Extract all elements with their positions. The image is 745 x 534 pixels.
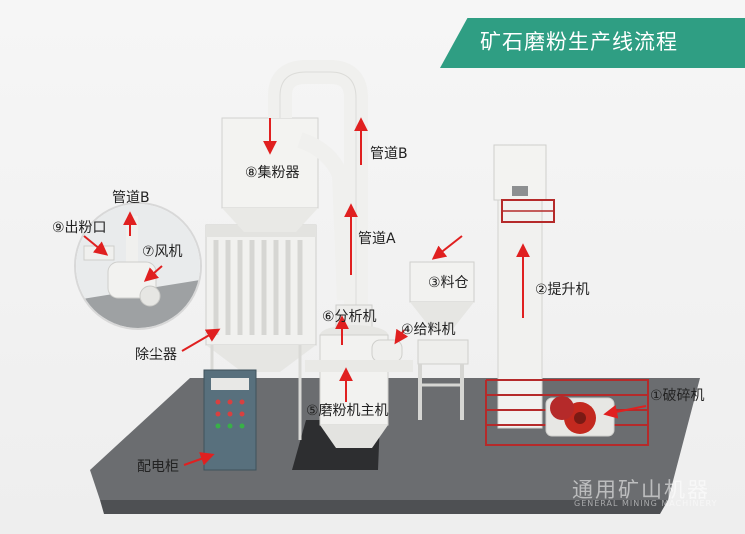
arrow-dust [181, 328, 221, 352]
arrow-cabinet [183, 452, 215, 466]
label-dust-collector: 除尘器 [135, 347, 177, 363]
label-mill-main: ⑤磨粉机主机 [306, 403, 389, 419]
watermark-subtext: GENERAL MINING MACHINERY [574, 499, 718, 508]
arrow-inset-outlet [83, 235, 109, 256]
label-storage-bin: ③料仓 [428, 275, 469, 291]
storage-bin [409, 261, 475, 420]
label-pipe-b-inset: 管道B [112, 190, 150, 206]
label-fan: ⑦风机 [142, 244, 183, 260]
bucket-elevator [493, 144, 555, 429]
inset-detail [74, 202, 202, 330]
page-title: 矿石磨粉生产线流程 [480, 30, 678, 54]
grinding-mill [305, 304, 413, 448]
arrow-inset-fan [143, 265, 163, 282]
label-powder-outlet: ⑨出粉口 [52, 220, 107, 236]
jaw-crusher [545, 396, 615, 437]
label-pipe-b-top: 管道B [370, 146, 408, 162]
label-pipe-a: 管道A [358, 231, 396, 247]
label-elevator: ②提升机 [535, 282, 590, 298]
arrow-crusher [603, 404, 647, 419]
pipes [268, 60, 368, 320]
label-analyzer: ⑥分析机 [322, 309, 377, 325]
arrow-bin [431, 235, 463, 260]
flow-arrows [83, 117, 647, 466]
label-feeder: ④给料机 [401, 322, 456, 338]
label-cabinet: 配电柜 [137, 459, 179, 475]
arrow-feeder [394, 328, 409, 345]
watermark-logo-text: 通用矿山机器 [572, 478, 710, 502]
title-banner [440, 18, 745, 68]
base-platform-edge [100, 500, 668, 514]
label-crusher: ①破碎机 [650, 388, 705, 404]
label-powder-collector: ⑧集粉器 [245, 165, 300, 181]
